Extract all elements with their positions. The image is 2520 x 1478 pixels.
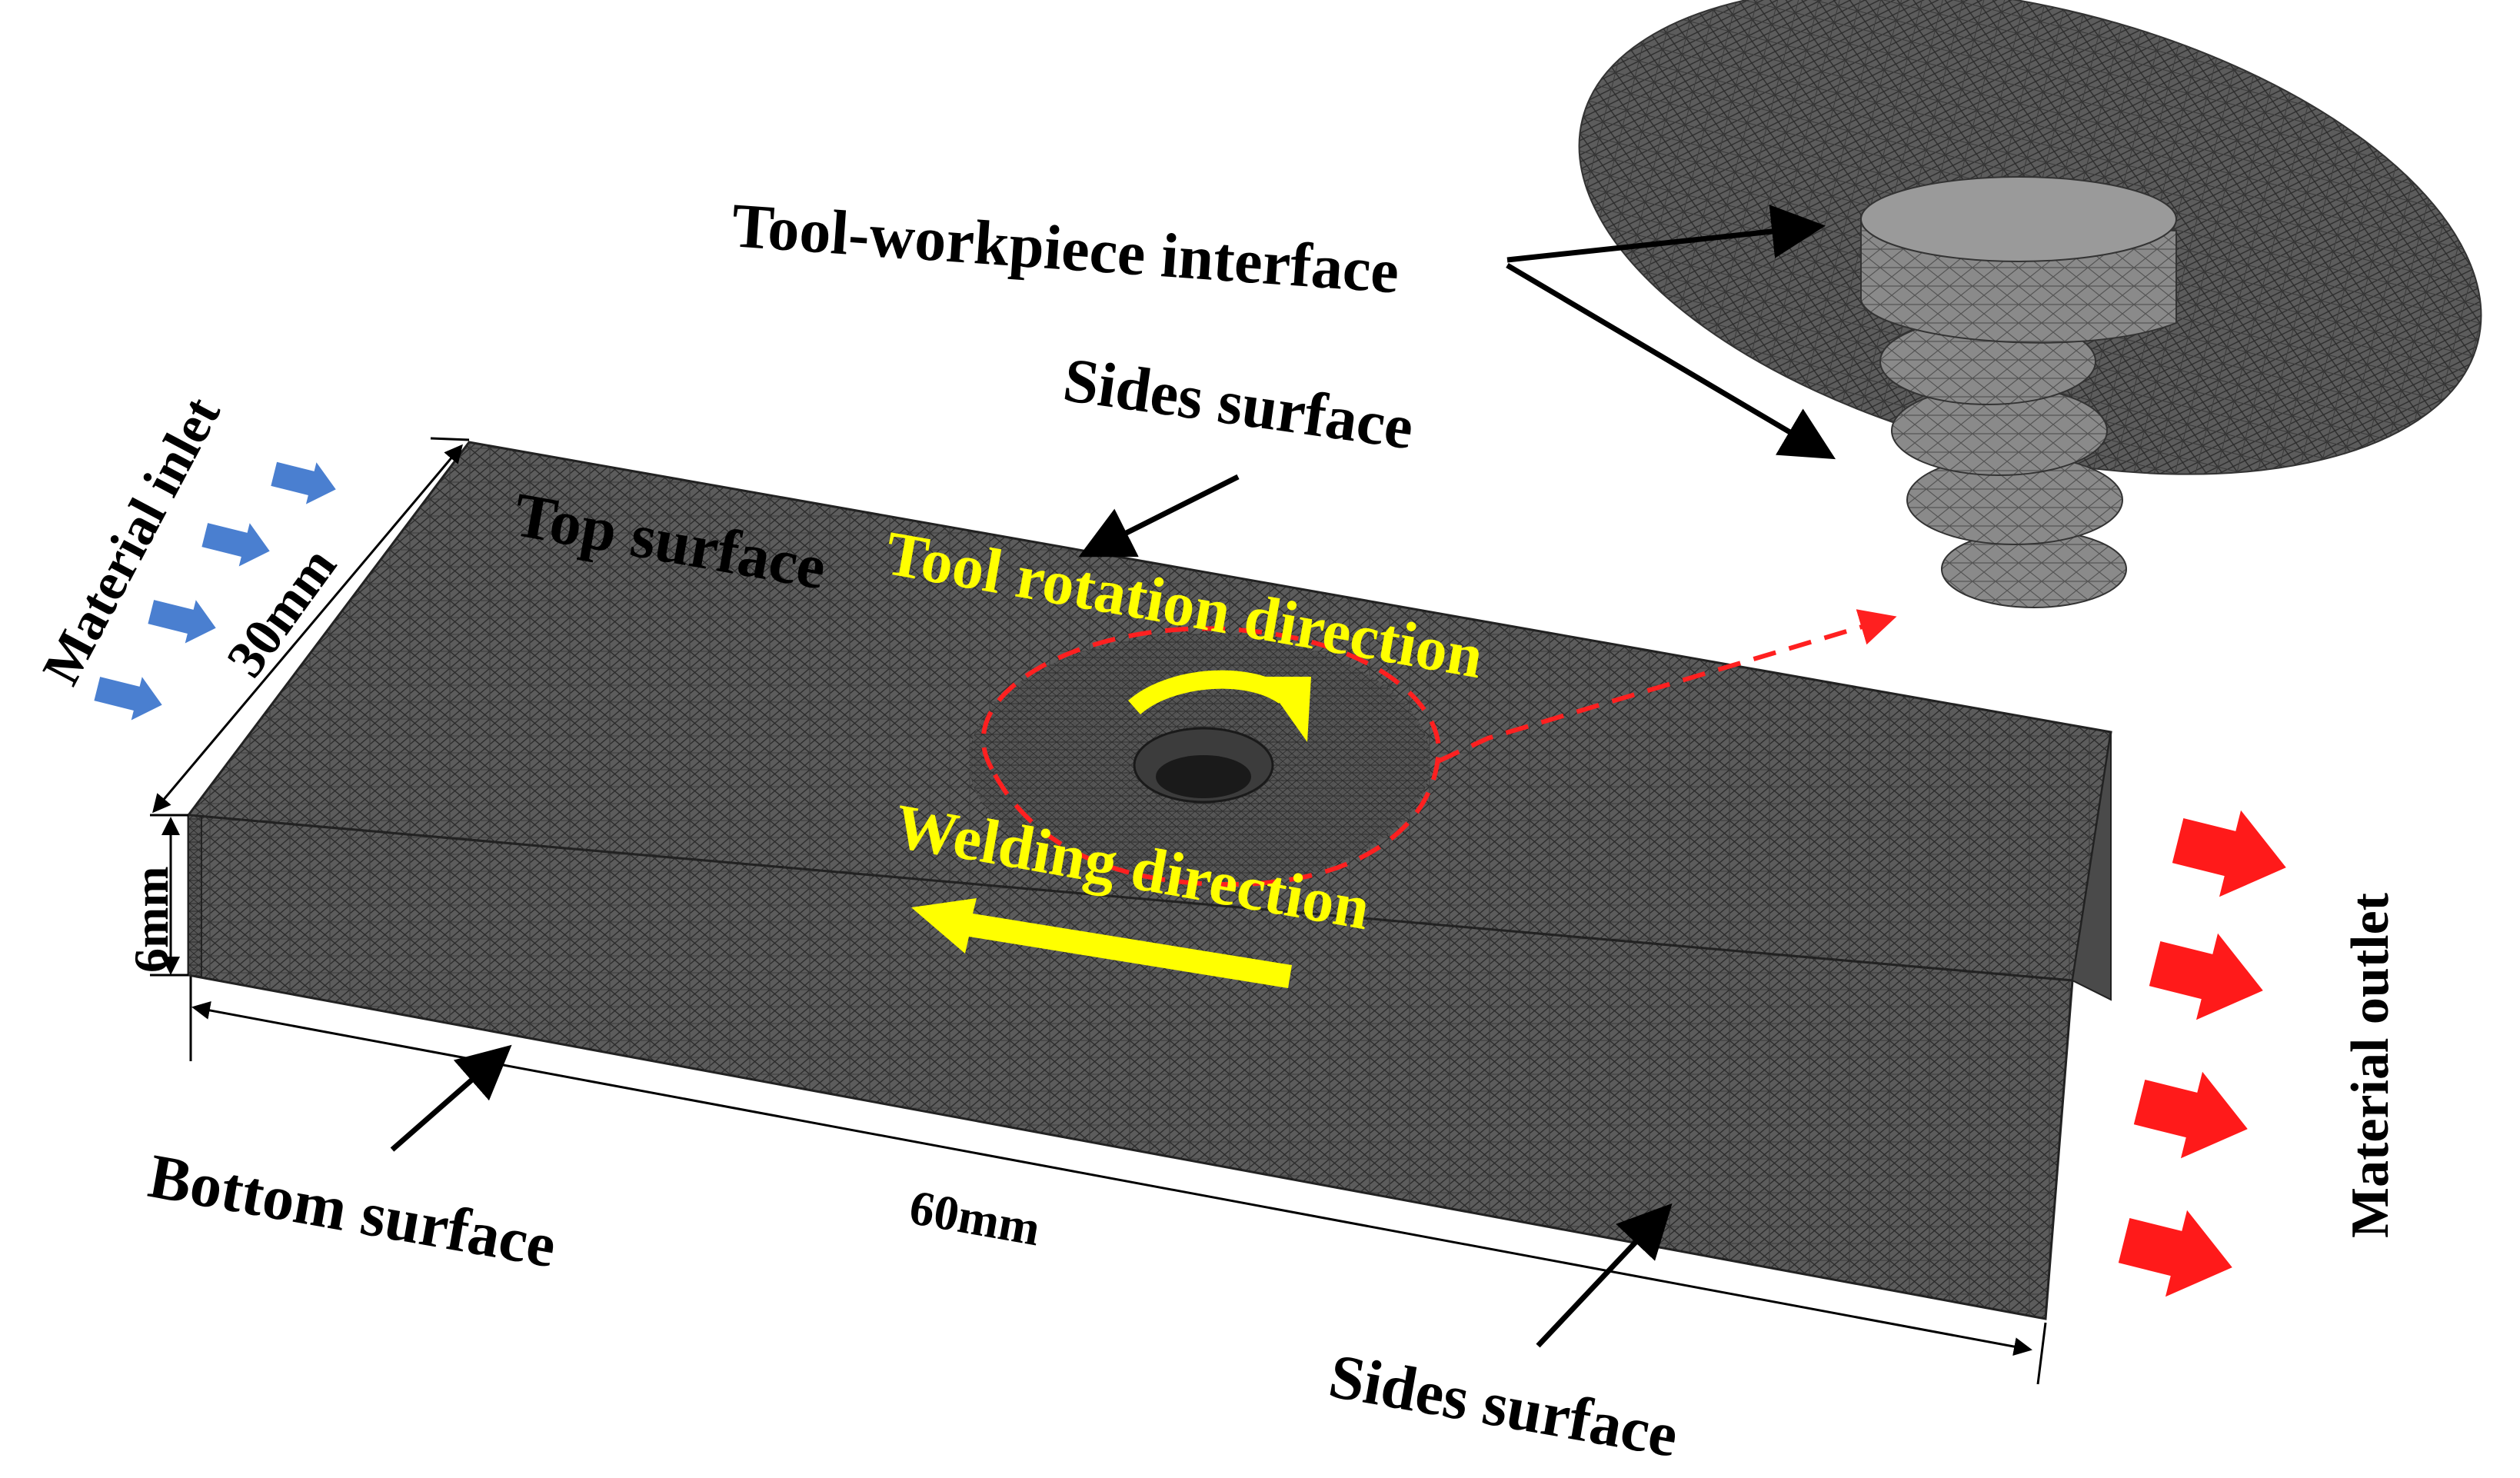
interface-pointer-1 (1506, 205, 1826, 263)
label-bottom-surface: Bottom surface (144, 1140, 561, 1281)
outlet-arrow (2118, 1210, 2232, 1297)
rotation-arrow (1128, 670, 1290, 715)
outlet-arrow (2149, 933, 2263, 1020)
label-sides-surface-bottom: Sides surface (1324, 1340, 1683, 1470)
tool-geometry (1578, 0, 2482, 608)
sides-pointer-bottom (1536, 1203, 1673, 1348)
dim-width-line (152, 444, 463, 814)
label-tool-interface: Tool-workpiece interface (730, 190, 1401, 306)
label-material-outlet: Material outlet (2341, 893, 2400, 1238)
outlet-arrow (2133, 1071, 2248, 1159)
material-outlet-arrows (2118, 810, 2286, 1297)
label-dim-height: 6mm (124, 866, 178, 973)
pin-top (1860, 176, 2177, 262)
workpiece-left-face (188, 814, 202, 978)
label-dim-length: 60mm (906, 1180, 1044, 1257)
inlet-arrow (271, 461, 336, 504)
zoom-dashed-arrow (1436, 609, 1897, 764)
bottom-pointer (390, 1044, 512, 1152)
interface-pointer-2 (1506, 262, 1836, 460)
sides-pointer-top (1078, 474, 1240, 558)
inlet-arrow (201, 523, 270, 567)
tool-hole-shadow (1156, 755, 1251, 798)
rotation-arrow-head (1261, 677, 1311, 742)
refined-region-dashed-outline (980, 626, 1441, 887)
inlet-arrow (94, 677, 162, 721)
label-sides-surface-top: Sides surface (1059, 345, 1417, 463)
outlet-arrow (2172, 810, 2286, 897)
inlet-arrow (148, 600, 216, 644)
welding-arrow (911, 898, 1292, 988)
workpiece-right-face (2071, 731, 2112, 1001)
pointer-arrows (390, 205, 1836, 1348)
direction-arrows (911, 670, 1311, 988)
label-material-inlet: Material inlet (32, 388, 232, 694)
